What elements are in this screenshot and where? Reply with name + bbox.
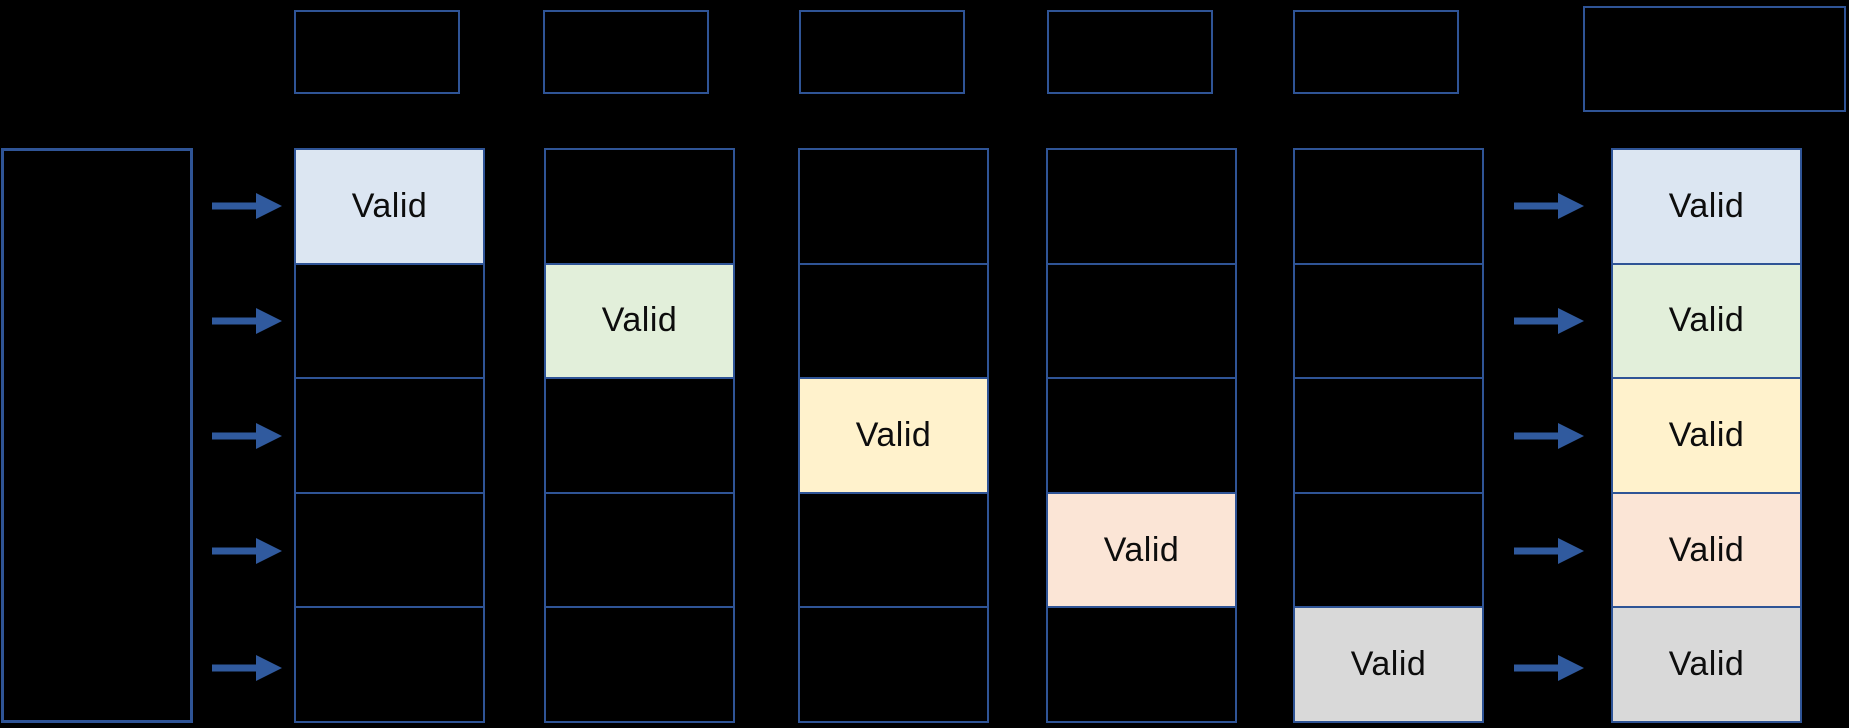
stack-4: Valid [1046,148,1237,723]
valid-cell: Valid [296,150,483,263]
empty-cell [1295,491,1482,607]
right-arrow-icon [212,423,282,449]
valid-cell: Valid [1613,606,1800,721]
valid-cell: Valid [1613,262,1800,378]
right-arrow-icon [1514,193,1584,219]
header-box-1 [294,10,460,94]
empty-cell [546,606,733,721]
header-box-2 [543,10,709,94]
valid-cell: Valid [1613,377,1800,492]
empty-cell [546,150,733,263]
valid-cell: Valid [1048,491,1235,607]
right-arrow-icon [212,538,282,564]
valid-cell: Valid [1613,491,1800,607]
header-box-wide [1583,6,1846,112]
right-arrow-icon [1514,538,1584,564]
empty-cell [1295,150,1482,263]
empty-cell [546,491,733,607]
empty-cell [546,377,733,492]
stack-6: Valid Valid Valid Valid Valid [1611,148,1802,723]
valid-cell: Valid [546,262,733,378]
stack-3: Valid [798,148,989,723]
empty-cell [800,262,987,378]
empty-cell [296,377,483,492]
right-arrow-icon [1514,423,1584,449]
empty-cell [800,606,987,721]
right-arrow-icon [1514,308,1584,334]
source-box [1,148,193,723]
empty-cell [1295,377,1482,492]
empty-cell [1048,150,1235,263]
empty-cell [296,262,483,378]
empty-cell [296,606,483,721]
valid-cell: Valid [1295,606,1482,721]
right-arrow-icon [1514,655,1584,681]
header-box-5 [1293,10,1459,94]
empty-cell [800,150,987,263]
empty-cell [296,491,483,607]
empty-cell [1048,262,1235,378]
header-box-4 [1047,10,1213,94]
valid-cell: Valid [1613,150,1800,263]
right-arrow-icon [212,193,282,219]
empty-cell [1048,606,1235,721]
stack-5: Valid [1293,148,1484,723]
stack-2: Valid [544,148,735,723]
empty-cell [800,491,987,607]
empty-cell [1295,262,1482,378]
right-arrow-icon [212,655,282,681]
header-box-3 [799,10,965,94]
empty-cell [1048,377,1235,492]
valid-cell: Valid [800,377,987,492]
stack-1: Valid [294,148,485,723]
right-arrow-icon [212,308,282,334]
